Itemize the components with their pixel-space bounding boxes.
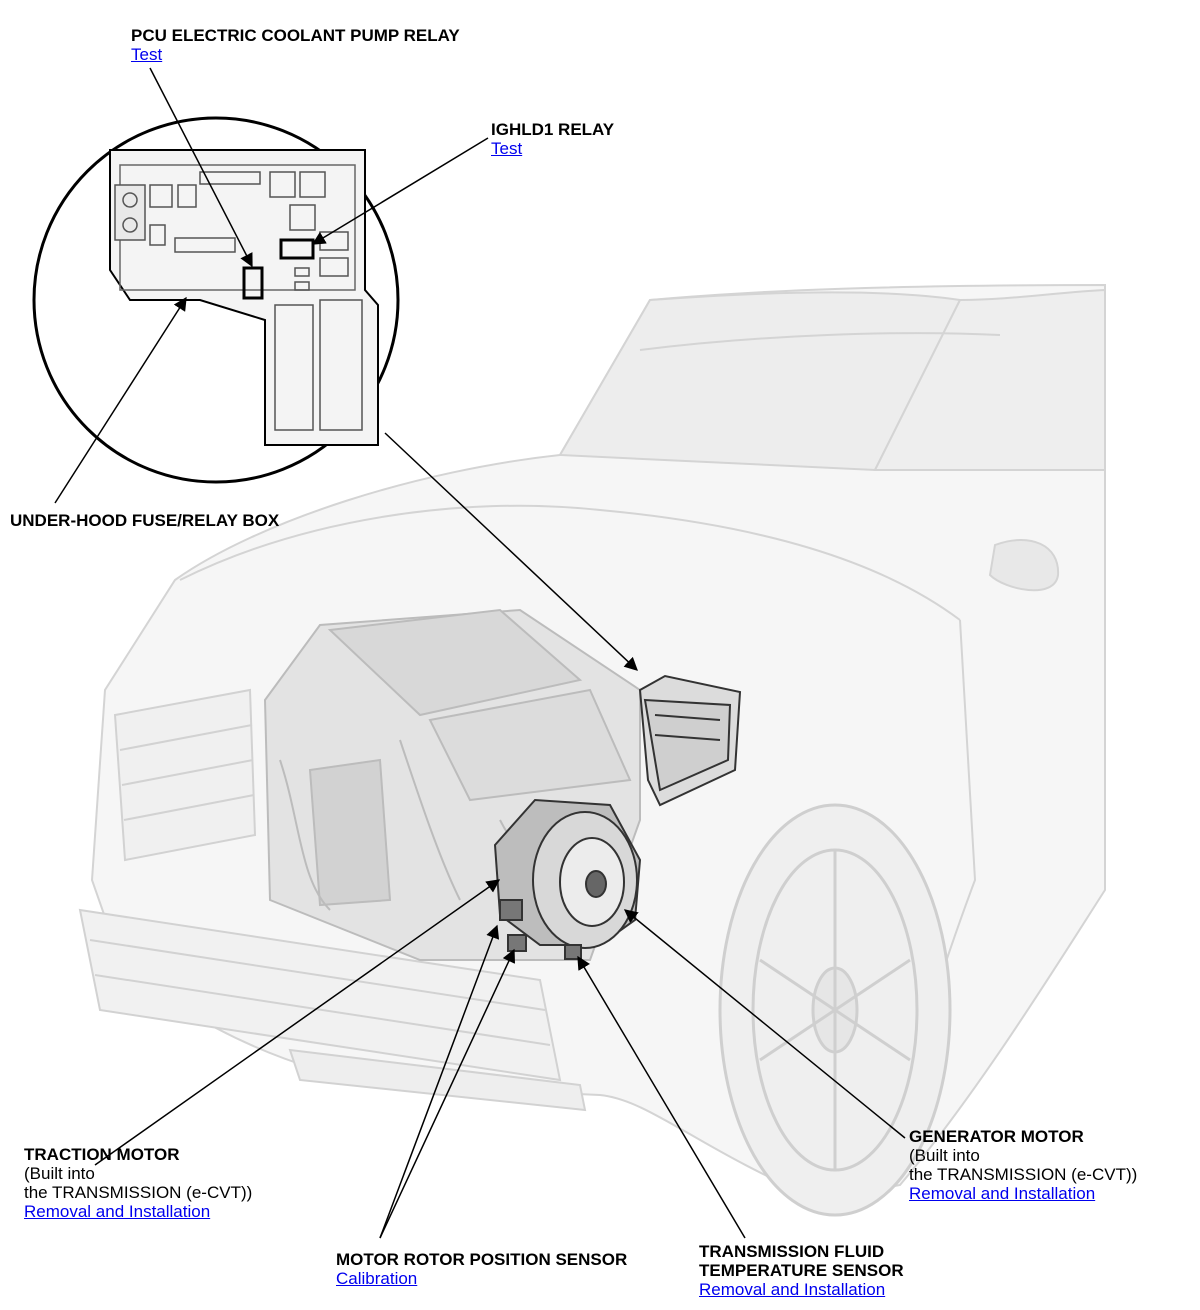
rotor-sensor-callout: MOTOR ROTOR POSITION SENSOR Calibration [336, 1250, 627, 1288]
magnified-view [32, 116, 400, 484]
fluid-temp-sensor-label-2: TEMPERATURE SENSOR [699, 1261, 904, 1280]
traction-motor-label: TRACTION MOTOR [24, 1145, 180, 1164]
traction-motor-note-1: (Built into [24, 1164, 95, 1183]
front-grille [78, 688, 587, 1112]
ighld1-relay-label: IGHLD1 RELAY [491, 120, 615, 139]
traction-motor-note-2: the TRANSMISSION (e-CVT)) [24, 1183, 253, 1202]
traction-motor-callout: TRACTION MOTOR (Built into the TRANSMISS… [24, 1145, 252, 1221]
pcu-relay-callout: PCU ELECTRIC COOLANT PUMP RELAY Test [131, 26, 460, 64]
pcu-relay-label: PCU ELECTRIC COOLANT PUMP RELAY [131, 26, 460, 45]
generator-motor-label: GENERATOR MOTOR [909, 1127, 1084, 1146]
generator-motor-callout: GENERATOR MOTOR (Built into the TRANSMIS… [909, 1127, 1137, 1203]
leader-lines [54, 67, 906, 1239]
ighld1-relay-callout: IGHLD1 RELAY Test [491, 120, 614, 158]
traction-motor-removal-link[interactable]: Removal and Installation [24, 1202, 211, 1221]
rotor-sensor-calibration-link[interactable]: Calibration [336, 1269, 418, 1288]
pcu-relay-test-link[interactable]: Test [131, 45, 163, 64]
fuse-box-label: UNDER-HOOD FUSE/RELAY BOX [10, 511, 280, 530]
fuse-box-on-vehicle [638, 674, 742, 807]
generator-motor-removal-link[interactable]: Removal and Installation [909, 1184, 1096, 1203]
transmission-assembly [493, 798, 642, 960]
front-wheel [718, 803, 952, 1217]
fuse-box-callout: UNDER-HOOD FUSE/RELAY BOX [10, 511, 279, 530]
generator-motor-note-1: (Built into [909, 1146, 980, 1165]
ighld1-relay-test-link[interactable]: Test [491, 139, 523, 158]
fluid-temp-sensor-removal-link[interactable]: Removal and Installation [699, 1280, 886, 1299]
rotor-sensor-label: MOTOR ROTOR POSITION SENSOR [336, 1250, 628, 1269]
generator-motor-note-2: the TRANSMISSION (e-CVT)) [909, 1165, 1138, 1184]
fluid-temp-sensor-label-1: TRANSMISSION FLUID [699, 1242, 885, 1261]
fluid-temp-sensor-callout: TRANSMISSION FLUID TEMPERATURE SENSOR Re… [699, 1242, 904, 1299]
